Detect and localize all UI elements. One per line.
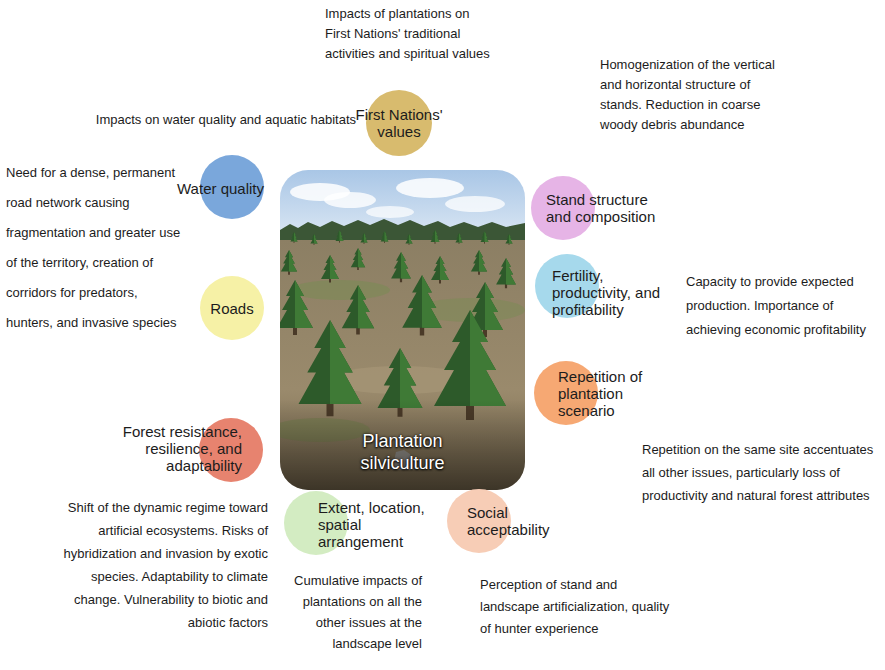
issue-description: Homogenization of the vertical and horiz… [600, 55, 780, 135]
issue-label: Stand structure and composition [546, 191, 668, 225]
issue-circle: Repetition of plantation scenario [534, 361, 598, 425]
issue-description: Capacity to provide expected production.… [686, 270, 880, 342]
issue-description: Perception of stand and landscape artifi… [480, 574, 680, 640]
issue-circle: Stand structure and composition [531, 176, 595, 240]
issue-circle: Forest resistance, resilience, and adapt… [199, 418, 263, 482]
issue-label: Water quality [142, 180, 264, 197]
issue-description: Impacts on water quality and aquatic hab… [86, 110, 356, 130]
central-photo: Plantation silviculture [280, 170, 525, 490]
issue-label: Forest resistance, resilience, and adapt… [108, 423, 242, 474]
issue-label: Roads [192, 300, 272, 317]
issue-circle: Extent, location, spatial arrangement [284, 491, 348, 555]
issue-label: First Nations' values [341, 106, 457, 140]
issue-circle: First Nations' values [366, 90, 432, 156]
issue-circle: Roads [200, 276, 264, 340]
issue-label: Fertility, productivity, and profitabili… [552, 267, 678, 318]
issue-label: Repetition of plantation scenario [558, 368, 664, 419]
issue-description: Repetition on the same site accentuates … [642, 438, 878, 507]
issue-description: Shift of the dynamic regime toward artif… [50, 496, 268, 634]
issue-description: Cumulative impacts of plantations on all… [272, 570, 422, 654]
central-title: Plantation silviculture [328, 430, 478, 474]
issue-description: Impacts of plantations on First Nations'… [325, 4, 493, 64]
issue-label: Social acceptability [467, 504, 573, 538]
issue-description: Need for a dense, permanent road network… [6, 158, 184, 338]
issue-circle: Water quality [200, 155, 264, 219]
issue-label: Extent, location, spatial arrangement [318, 499, 442, 550]
issue-circle: Social acceptability [447, 489, 511, 553]
issue-circle: Fertility, productivity, and profitabili… [535, 254, 599, 318]
